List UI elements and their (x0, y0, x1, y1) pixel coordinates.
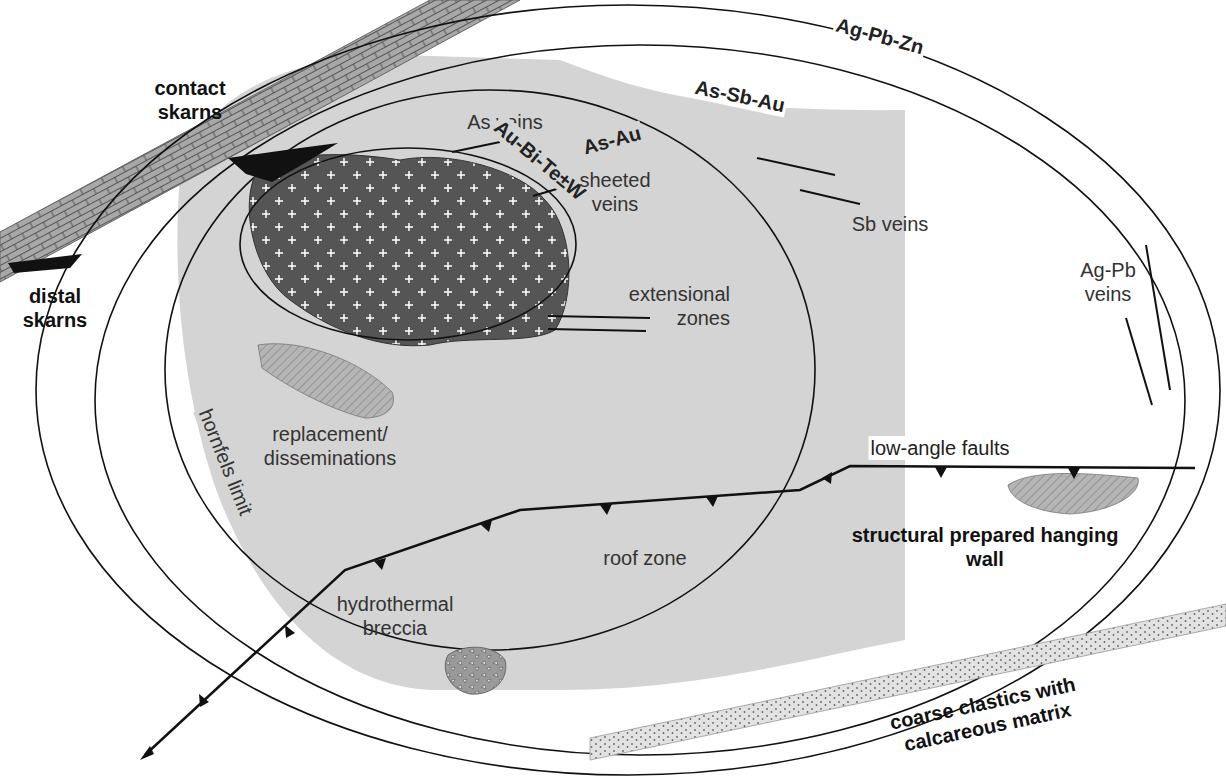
skarn-label: contact skarns (128, 76, 252, 124)
distal-skarn (8, 254, 82, 273)
deposit-label: hydrothermal breccia (323, 592, 467, 640)
fault-teeth (199, 467, 1080, 707)
replacement-body (258, 344, 393, 418)
hornfels-aureole (177, 55, 905, 690)
zone-label: As-Sb-Au (691, 74, 789, 117)
fault-label: low-angle faults (869, 436, 1012, 460)
unit-label: coarse clastics with calcareous matrix (861, 666, 1110, 764)
breccia-pipe (445, 647, 506, 694)
limit-label: hornfels limit (193, 404, 259, 521)
inner-zone-ring (165, 90, 815, 650)
vein-label: Ag-Pb veins (1066, 258, 1150, 306)
vein-label: Sb veins (850, 212, 931, 236)
zone-name: roof zone (601, 546, 688, 570)
hanging-wall-body (1008, 474, 1138, 514)
fault-arrow-tip (140, 746, 154, 760)
vein-label: sheeted veins (563, 168, 667, 216)
zone-label: Ag-Pb-Zn (832, 12, 929, 60)
pluton (249, 155, 569, 346)
contact-skarn (228, 143, 338, 182)
deposit-label: replacement/ disseminations (248, 422, 412, 470)
zone-label: As-Au (579, 120, 646, 159)
structure-label: extensional zones (598, 282, 732, 330)
skarn-label: distal skarns (3, 284, 107, 332)
proximal-zone-ring (240, 148, 576, 340)
structure-label: structural prepared hanging wall (848, 523, 1122, 571)
